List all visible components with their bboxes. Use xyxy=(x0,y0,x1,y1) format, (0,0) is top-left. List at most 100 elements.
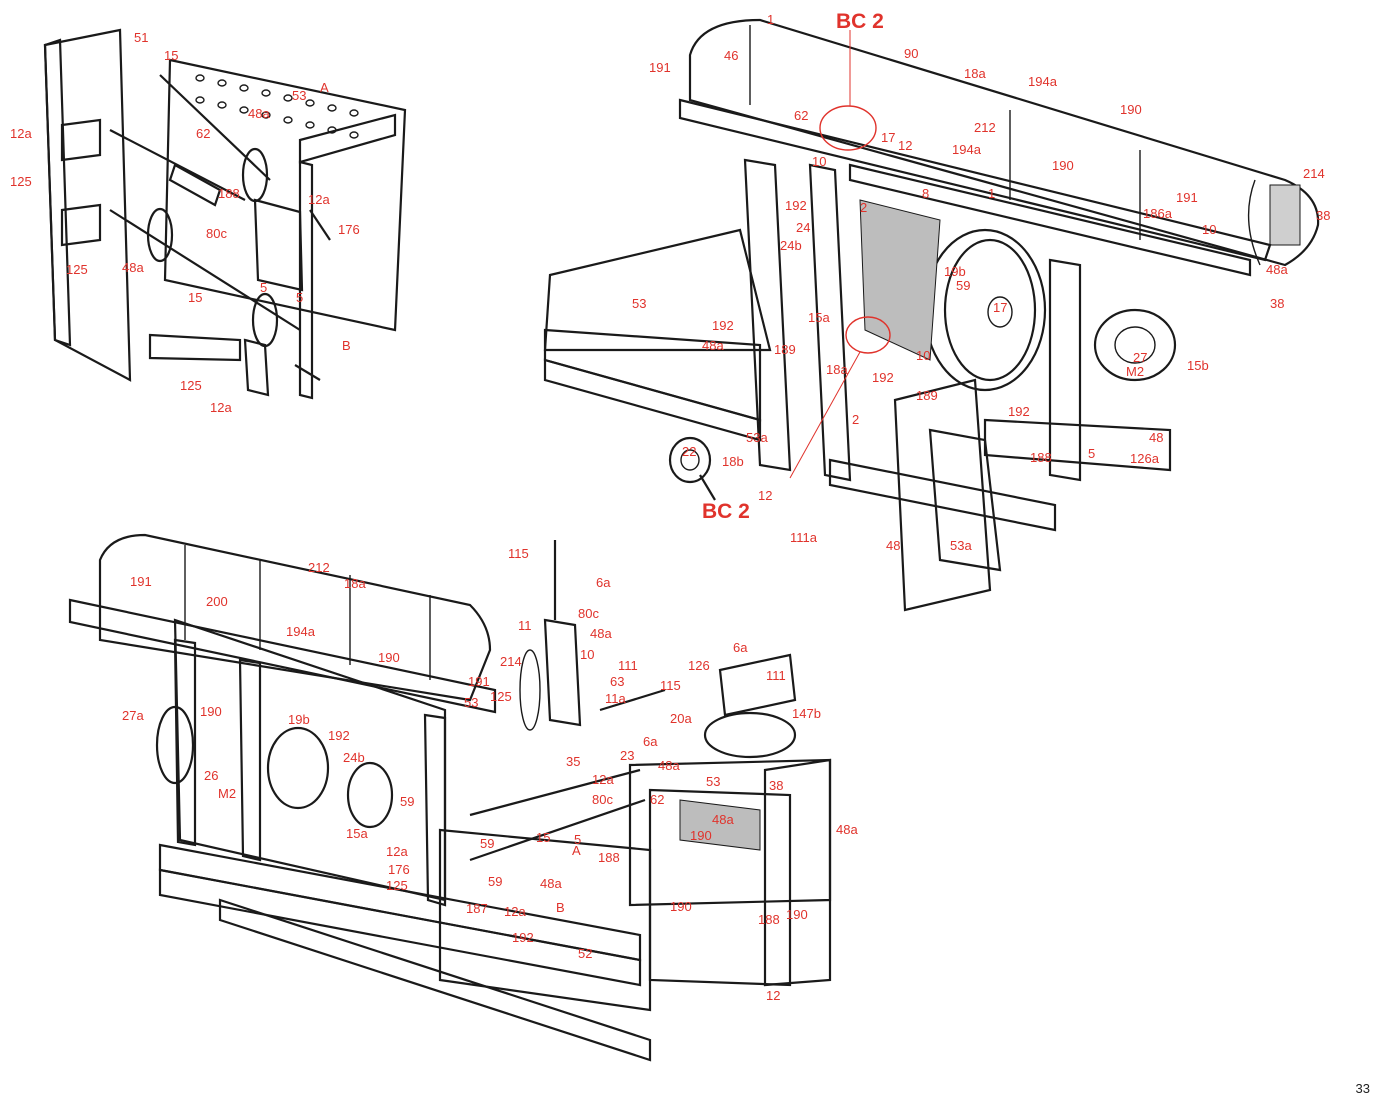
upper-part-label: 192 xyxy=(1008,404,1030,419)
lower-part-label: 115 xyxy=(508,546,529,561)
upper-part-label: 48a xyxy=(702,338,724,353)
upper-part-label: 189 xyxy=(774,342,796,357)
upper-part-label: 18b xyxy=(722,454,744,469)
lower-part-label: 5 xyxy=(574,832,581,847)
lower-part-label: A xyxy=(572,843,581,858)
upper-part-label: 2 xyxy=(852,412,859,427)
upper-part-label: BC 2 xyxy=(702,500,750,523)
inset-part-label: 62 xyxy=(196,126,210,141)
upper-part-label: 15b xyxy=(1187,358,1209,373)
upper-part-label: 192 xyxy=(872,370,894,385)
lower-part-label: 10 xyxy=(580,647,594,662)
inset-part-label: 188 xyxy=(218,186,240,201)
upper-part-label: 59 xyxy=(956,278,970,293)
inset-part-label: A xyxy=(320,80,329,95)
lower-part-label: 115 xyxy=(660,678,681,693)
upper-part-label: 212 xyxy=(974,120,996,135)
inset-part-label: 12a xyxy=(308,192,330,207)
upper-part-label: 18a xyxy=(826,362,848,377)
inset-perforations xyxy=(195,74,359,139)
upper-part-label: 62 xyxy=(794,108,808,123)
lower-part-label: 63 xyxy=(610,674,624,689)
lower-part-label: 194a xyxy=(286,624,316,639)
lower-part-label: 38 xyxy=(769,778,783,793)
upper-part-label: 10 xyxy=(1202,222,1216,237)
lower-part-label: 200 xyxy=(206,594,228,609)
lower-part-label: 59 xyxy=(480,836,494,851)
upper-part-label: 191 xyxy=(1176,190,1198,205)
inset-part-label: B xyxy=(342,338,351,353)
lower-part-label: 48a xyxy=(540,876,562,891)
lower-part-label: B xyxy=(556,900,565,915)
upper-part-label: 190 xyxy=(1052,158,1074,173)
lower-part-label: 111 xyxy=(766,668,786,683)
inset-part-label: 48a xyxy=(248,106,270,121)
lower-part-label: 18a xyxy=(344,576,366,591)
upper-part-label: 38 xyxy=(1270,296,1284,311)
upper-part-label: 111a xyxy=(790,530,818,545)
upper-part-label: 90 xyxy=(904,46,918,61)
upper-part-label: 46 xyxy=(724,48,738,63)
lower-part-label: 27a xyxy=(122,708,144,723)
inset-part-label: 176 xyxy=(338,222,360,237)
upper-part-label: 52 xyxy=(0,0,14,3)
inset-part-label: 12a xyxy=(210,400,232,415)
inset-part-label: 51 xyxy=(134,30,148,45)
lower-part-label: 80c xyxy=(592,792,613,807)
lower-part-label: 191 xyxy=(130,574,152,589)
lower-part-label: 35 xyxy=(566,754,580,769)
upper-part-label: 190 xyxy=(1120,102,1142,117)
upper-part-label: 5 xyxy=(1088,446,1095,461)
lower-part-label: 48a xyxy=(836,822,858,837)
lower-part-label: 48a xyxy=(658,758,680,773)
upper-part-label: 192 xyxy=(712,318,734,333)
upper-part-label: 2 xyxy=(860,200,867,215)
lower-part-label: 187 xyxy=(466,901,488,916)
inset-part-label: 80c xyxy=(206,226,227,241)
lower-part-label: 80c xyxy=(578,606,599,621)
lower-part-label: 111 xyxy=(618,658,638,673)
inset-part-label: 5 xyxy=(260,280,267,295)
upper-part-label: 12 xyxy=(758,488,772,503)
upper-part-label: 188 xyxy=(1030,450,1052,465)
upper-part-label: BC 2 xyxy=(836,10,884,33)
lower-part-label: 12 xyxy=(766,988,780,1003)
lower-part-label: 12a xyxy=(386,844,408,859)
lower-part-label: 188 xyxy=(598,850,620,865)
lower-figure xyxy=(68,533,832,1062)
bc2-highlight-lower xyxy=(845,316,891,354)
upper-part-label: 53 xyxy=(632,296,646,311)
inset-part-label: 15 xyxy=(188,290,202,305)
upper-part-label: 1 xyxy=(767,12,774,27)
lower-part-label: 62 xyxy=(650,792,664,807)
upper-part-label: 8 xyxy=(922,186,929,201)
lower-part-label: 125 xyxy=(386,878,408,893)
upper-part-label: 10 xyxy=(812,154,826,169)
upper-part-label: 19b xyxy=(944,264,966,279)
lower-part-label: 191 xyxy=(468,674,490,689)
upper-part-label: 126a xyxy=(1130,451,1160,466)
lower-part-label: 190 xyxy=(670,899,692,914)
inset-part-label: 15 xyxy=(164,48,178,63)
lower-part-label: 192 xyxy=(512,930,534,945)
lower-part-label: 53 xyxy=(464,695,478,710)
inset-part-label: 125 xyxy=(10,174,32,189)
upper-part-label: 192 xyxy=(785,198,807,213)
lower-part-label: 190 xyxy=(378,650,400,665)
lower-part-label: 12a xyxy=(592,772,614,787)
upper-part-label: 24 xyxy=(796,220,810,235)
inset-part-label: 5 xyxy=(296,290,303,305)
lower-part-label: 147b xyxy=(792,706,821,721)
inset-part-label: 53 xyxy=(292,88,306,103)
upper-part-label: 1 xyxy=(988,186,995,201)
lower-part-label: 59 xyxy=(488,874,502,889)
upper-part-label: 53a xyxy=(950,538,972,553)
inset-figure xyxy=(43,28,407,400)
lower-part-label: 214 xyxy=(500,654,522,669)
lower-part-label: 188 xyxy=(758,912,780,927)
lower-part-label: 26 xyxy=(204,768,218,783)
lower-labels: 1156a21218a80c191200194a1901148a10111214… xyxy=(122,546,858,1003)
